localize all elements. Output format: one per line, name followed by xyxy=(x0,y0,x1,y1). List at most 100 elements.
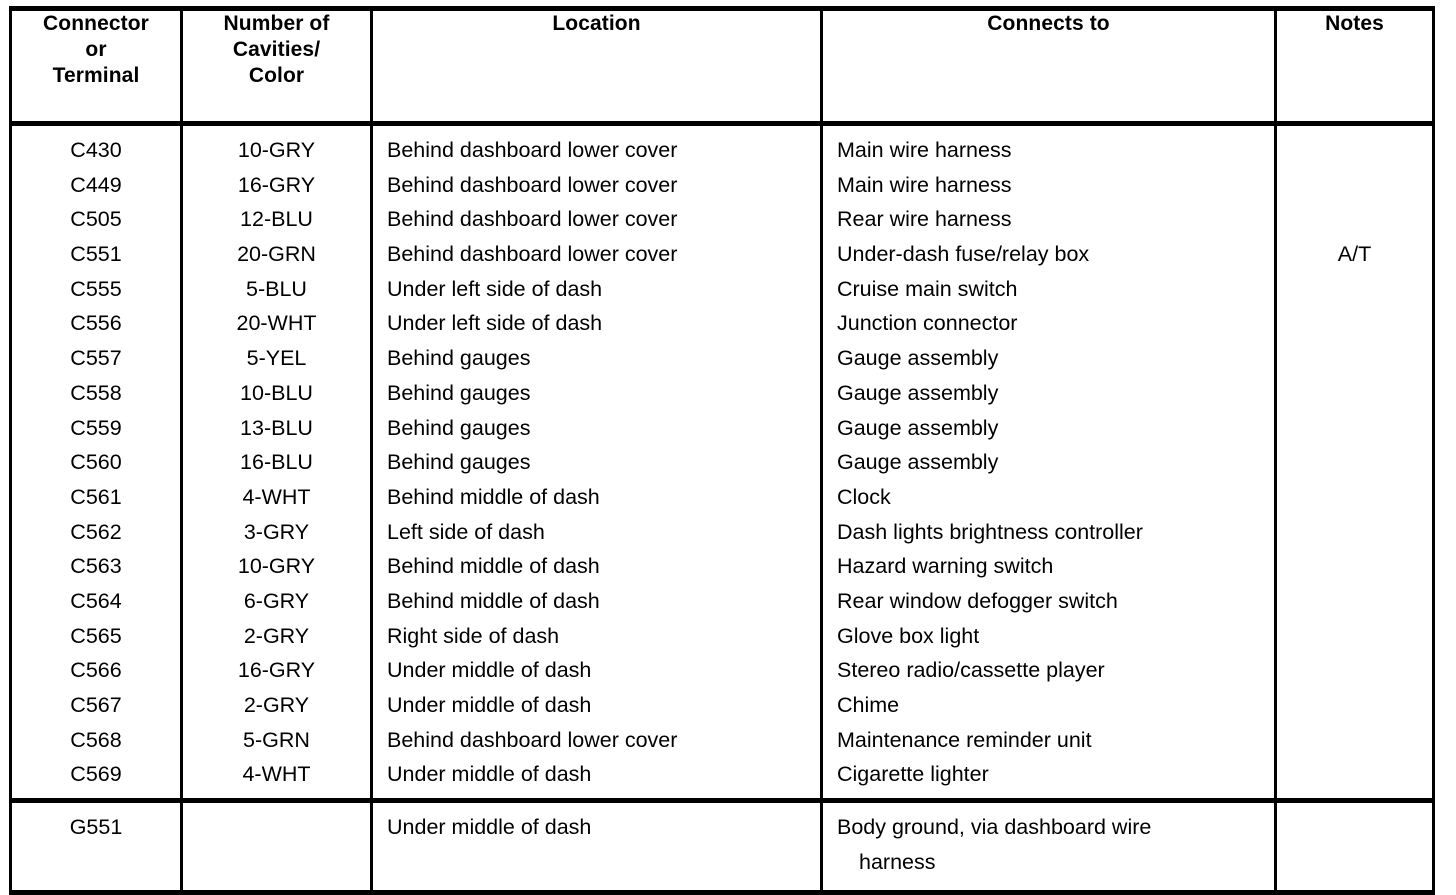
cavities-color: 5-BLU xyxy=(246,276,307,301)
table-row: G551 Under middle of dash Body ground, v… xyxy=(9,798,1435,895)
header-line: Location xyxy=(552,12,641,35)
connector-id: C569 xyxy=(70,762,122,787)
connector-id: C555 xyxy=(70,276,122,301)
connector-id: C551 xyxy=(70,242,122,267)
connects-to-text: Under-dash fuse/relay box xyxy=(837,242,1090,267)
connector-id: C449 xyxy=(70,172,122,197)
notes-list: A/T xyxy=(1277,126,1432,798)
notes-text xyxy=(1277,653,1432,688)
cavities-color: 16-BLU xyxy=(240,450,313,475)
notes-text xyxy=(1277,168,1432,203)
location-text: Right side of dash xyxy=(387,623,560,648)
column-header-number-of-cavities-color: Number of Cavities/ Color xyxy=(180,6,373,126)
notes-text xyxy=(1277,306,1432,341)
connector-id: C567 xyxy=(70,693,122,717)
cavities-color: 6-GRY xyxy=(243,588,310,613)
cavities-color: 10-GRY xyxy=(237,554,316,579)
cavities-color: 20-WHT xyxy=(236,311,317,336)
connector-id: C568 xyxy=(70,727,122,752)
cavities-color: 20-GRN xyxy=(237,242,316,267)
location-text: Under middle of dash xyxy=(387,693,592,717)
connects-to-text: Hazard warning switch xyxy=(837,554,1054,579)
cavities-color: 4-WHT xyxy=(242,762,311,787)
column-header-location: Location xyxy=(370,6,823,126)
connector-id: C560 xyxy=(70,450,122,475)
connects-to-text: Main wire harness xyxy=(837,172,1012,197)
location-text: Under middle of dash xyxy=(387,658,592,683)
location-text: Left side of dash xyxy=(387,519,545,544)
notes-text xyxy=(1277,480,1432,515)
ground-connects-to-line-1: Body ground, via dashboard wire xyxy=(837,815,1152,840)
location-text: Behind dashboard lower cover xyxy=(387,138,678,162)
connects-to-text: Junction connector xyxy=(837,311,1018,336)
notes-text xyxy=(1277,584,1432,619)
header-line: Terminal xyxy=(52,64,140,87)
connects-to-text: Dash lights brightness controller xyxy=(837,519,1143,544)
connects-to-text: Cruise main switch xyxy=(837,276,1018,301)
connects-to-text: Clock xyxy=(837,484,891,509)
cell-notes-column: A/T xyxy=(1274,123,1435,804)
header-line: Notes xyxy=(1325,12,1384,35)
notes-text xyxy=(1277,757,1432,792)
notes-text xyxy=(1277,411,1432,446)
cell-ground-connector: G551 xyxy=(9,798,183,895)
cell-ground-connects-to: Body ground, via dashboard wire harness xyxy=(820,798,1277,895)
header-line: Number of xyxy=(223,12,330,35)
cavities-color: 12-BLU xyxy=(240,207,313,232)
connector-id: C564 xyxy=(70,588,122,613)
cavities-color: 2-GRY xyxy=(243,623,310,648)
cell-ground-location: Under middle of dash xyxy=(370,798,823,895)
cell-ground-cavities xyxy=(180,798,373,895)
table-header: Connector or Terminal Number of Cavities… xyxy=(9,6,1435,126)
connector-id: C505 xyxy=(70,207,122,232)
connects-to-text: Rear wire harness xyxy=(837,207,1012,232)
cell-ground-notes xyxy=(1274,798,1435,895)
ground-cavities-value xyxy=(183,810,370,845)
connector-id: C559 xyxy=(70,415,122,440)
notes-text xyxy=(1277,445,1432,480)
notes-text xyxy=(1277,723,1432,758)
connects-to-text: Main wire harness xyxy=(837,138,1012,162)
connects-to-text: Maintenance reminder unit xyxy=(837,727,1092,752)
location-text: Behind gauges xyxy=(387,346,531,371)
notes-text xyxy=(1277,202,1432,237)
connector-id: C562 xyxy=(70,519,122,544)
notes-text xyxy=(1277,341,1432,376)
location-text: Behind dashboard lower cover xyxy=(387,242,678,267)
header-line: or xyxy=(85,38,107,61)
header-line: Connects to xyxy=(987,12,1110,35)
notes-text xyxy=(1277,272,1432,307)
location-text: Behind dashboard lower cover xyxy=(387,172,678,197)
connector-id: C556 xyxy=(70,311,122,336)
notes-text xyxy=(1277,133,1432,168)
notes-text xyxy=(1277,515,1432,550)
location-text: Under middle of dash xyxy=(387,762,592,787)
connects-to-text: Gauge assembly xyxy=(837,415,999,440)
location-text: Behind dashboard lower cover xyxy=(387,727,678,752)
connects-to-text: Chime xyxy=(837,693,900,717)
ground-connects-to-line-2: harness xyxy=(859,849,936,874)
notes-text xyxy=(1277,376,1432,411)
location-text: Behind dashboard lower cover xyxy=(387,207,678,232)
notes-text xyxy=(1277,619,1432,654)
location-text: Behind gauges xyxy=(387,415,531,440)
cavities-color: 13-BLU xyxy=(240,415,313,440)
location-text: Behind middle of dash xyxy=(387,484,600,509)
cavities-color: 4-WHT xyxy=(242,484,311,509)
header-line: Color xyxy=(248,64,305,87)
connector-id: C563 xyxy=(70,554,122,579)
notes-text xyxy=(1277,688,1432,723)
location-text: Behind middle of dash xyxy=(387,588,600,613)
column-header-connector-or-terminal: Connector or Terminal xyxy=(9,6,183,126)
connects-to-text: Gauge assembly xyxy=(837,380,999,405)
connector-id: C561 xyxy=(70,484,122,509)
